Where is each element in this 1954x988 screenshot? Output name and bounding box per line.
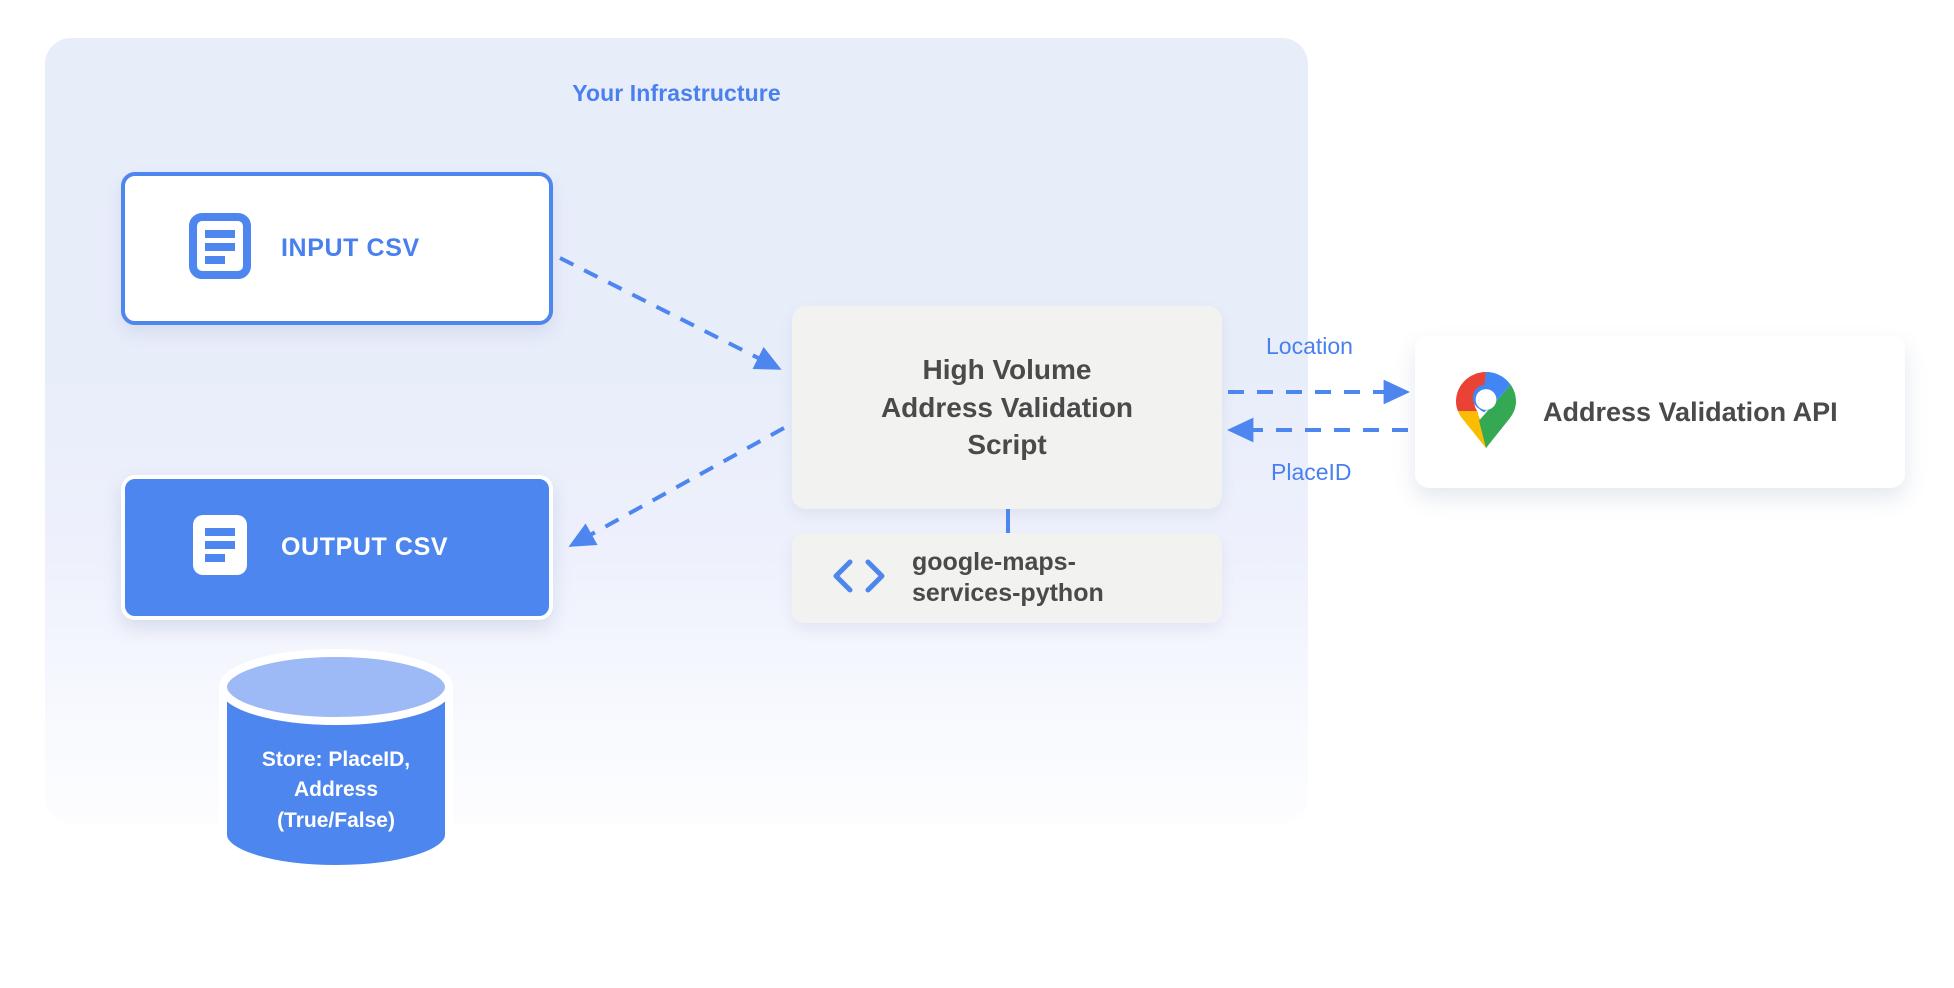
script-library-connector	[1006, 509, 1010, 536]
input-csv-node[interactable]: INPUT CSV	[121, 172, 553, 325]
output-csv-node[interactable]: OUTPUT CSV	[121, 475, 553, 620]
google-maps-pin-icon	[1455, 371, 1517, 454]
input-csv-label: INPUT CSV	[281, 234, 420, 262]
script-line-3: Script	[967, 429, 1047, 461]
library-line-1: google-maps-	[912, 547, 1076, 576]
library-line-2: services-python	[912, 579, 1104, 607]
address-validation-api-label: Address Validation API	[1543, 396, 1838, 427]
infrastructure-title: Your Infrastructure	[572, 80, 781, 106]
edge-label-location: Location	[1266, 333, 1353, 359]
document-icon	[189, 512, 251, 583]
datastore-node[interactable]: Store: PlaceID, Address (True/False)	[213, 645, 459, 877]
code-brackets-icon	[830, 558, 888, 599]
script-node[interactable]: High Volume Address Validation Script	[792, 306, 1222, 509]
script-line-2: Address Validation	[880, 391, 1134, 423]
edge-label-placeid: PlaceID	[1271, 459, 1352, 485]
output-csv-label: OUTPUT CSV	[281, 533, 449, 561]
script-line-1: High Volume	[922, 353, 1092, 385]
library-node[interactable]: google-maps- services-python	[792, 533, 1222, 623]
document-icon	[189, 213, 251, 284]
library-label: google-maps- services-python	[912, 547, 1104, 610]
address-validation-api-node[interactable]: Address Validation API	[1415, 336, 1905, 488]
